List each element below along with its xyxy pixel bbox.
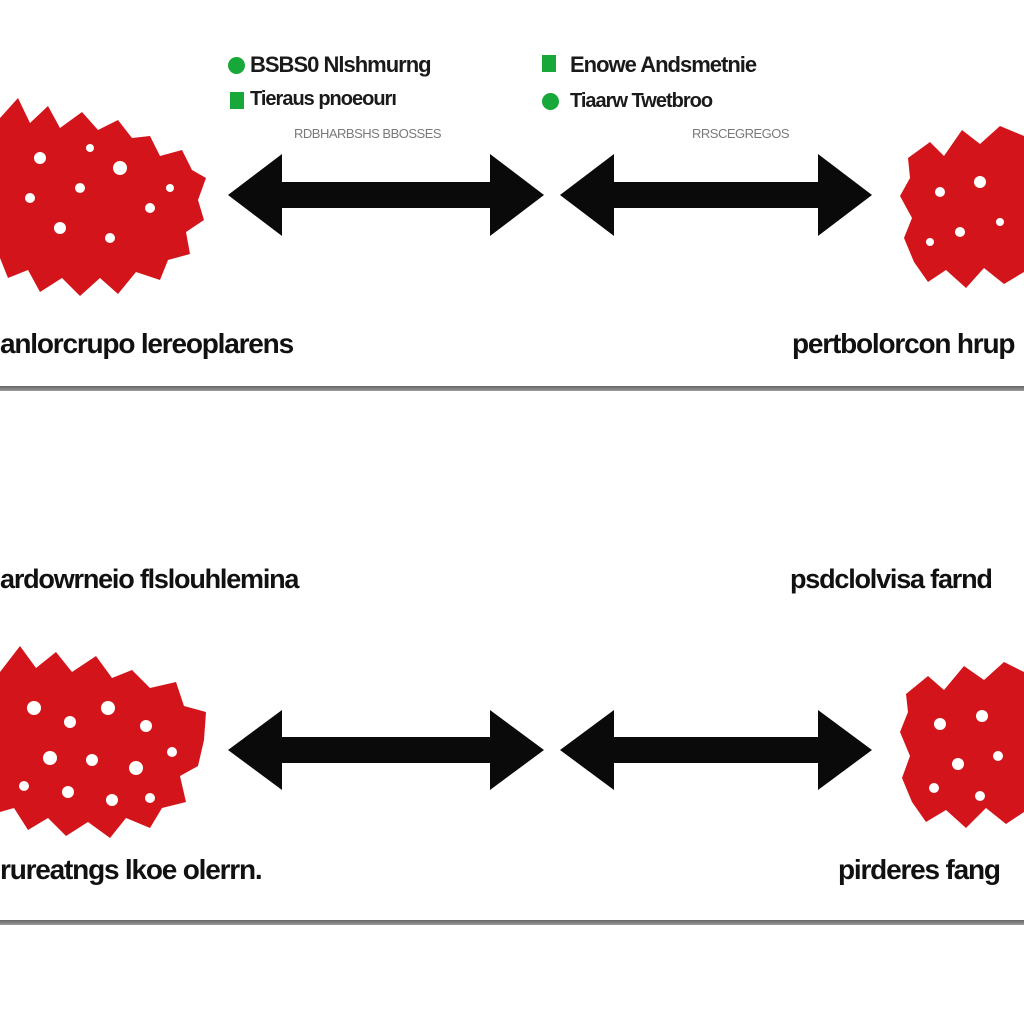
- bottom-left-label: rureatngs lkoe olerrn.: [0, 854, 263, 885]
- legend-item-4: Tiaarw Twetbroo: [570, 90, 713, 112]
- legend-item-1: BSBS0 Nlshmurng: [250, 52, 432, 77]
- divider: [0, 386, 1024, 391]
- green-circle-marker: [542, 93, 559, 110]
- bottom-right-label: pirderes fang: [838, 854, 1001, 885]
- double-arrow-icon: [228, 154, 544, 236]
- divider: [0, 920, 1024, 925]
- legend-item-4-sub: RRSCEGREGOS: [692, 126, 790, 141]
- red-cluster-icon: [0, 646, 206, 838]
- double-arrow-icon: [228, 710, 544, 790]
- top-panel: anlorcrupo lereoplarens pertbolorcon hru…: [0, 80, 1024, 400]
- right-label: pertbolorcon hrup: [792, 328, 1015, 359]
- double-arrow-icon: [560, 710, 872, 790]
- legend-item-2-sub: RDBHARBSHS BBOSSES: [294, 126, 442, 141]
- green-square-marker: [230, 92, 244, 109]
- left-label: anlorcrupo lereoplarens: [0, 328, 294, 359]
- red-cluster-icon: [900, 126, 1024, 288]
- double-arrow-icon: [560, 154, 872, 236]
- bottom-panel: ardowrneio flslouhlemina psdclolvisa far…: [0, 520, 1024, 940]
- green-square-marker: [542, 55, 556, 72]
- legend-item-3: Enowe Andsmetnie: [570, 52, 757, 77]
- legend: BSBS0 Nlshmurng Tieraus pnoeourı RDBHARB…: [222, 50, 832, 145]
- left-label: ardowrneio flslouhlemina: [0, 564, 299, 594]
- red-cluster-icon: [900, 662, 1024, 828]
- right-label: psdclolvisa farnd: [790, 564, 993, 594]
- legend-item-2: Tieraus pnoeourı: [250, 88, 397, 110]
- red-cluster-icon: [0, 98, 206, 296]
- green-circle-marker: [228, 57, 245, 74]
